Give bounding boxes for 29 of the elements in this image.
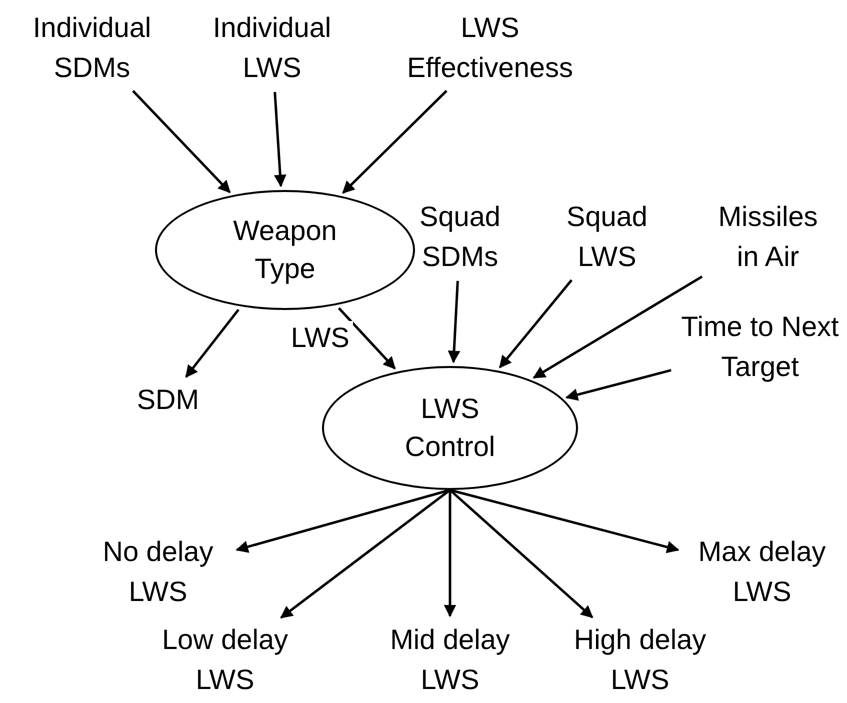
arrow	[444, 490, 456, 618]
node-text: Squad SDMs	[418, 200, 502, 274]
node-text: No delay LWS	[102, 535, 214, 609]
node-text: Time to Next Target	[680, 310, 840, 384]
node-text: Max delay LWS	[697, 535, 827, 609]
node-text: Individual LWS	[212, 11, 332, 85]
node-text: LWS Control	[404, 392, 496, 464]
arrow	[449, 489, 594, 618]
arrow	[498, 279, 573, 368]
arrow	[565, 369, 672, 401]
node-text: Missiles in Air	[717, 200, 819, 274]
arrow	[236, 488, 450, 553]
node-text: Mid delay LWS	[389, 623, 511, 697]
arrow	[342, 90, 448, 194]
node-text: Squad LWS	[566, 200, 648, 274]
node-text: High delay LWS	[572, 623, 708, 697]
node-text: Low delay LWS	[160, 623, 290, 697]
node-text: Weapon Type	[232, 214, 338, 286]
arrow	[185, 308, 240, 378]
arrow	[338, 307, 396, 370]
arrow	[450, 488, 680, 554]
arrow	[132, 90, 231, 194]
arrow	[532, 276, 703, 379]
node-text: LWS Effectiveness	[406, 11, 574, 85]
arrow	[448, 280, 460, 364]
arrow	[274, 92, 286, 188]
node-text: Individual SDMs	[32, 11, 152, 85]
node-text: SDM	[136, 383, 200, 417]
arrow	[280, 489, 451, 619]
